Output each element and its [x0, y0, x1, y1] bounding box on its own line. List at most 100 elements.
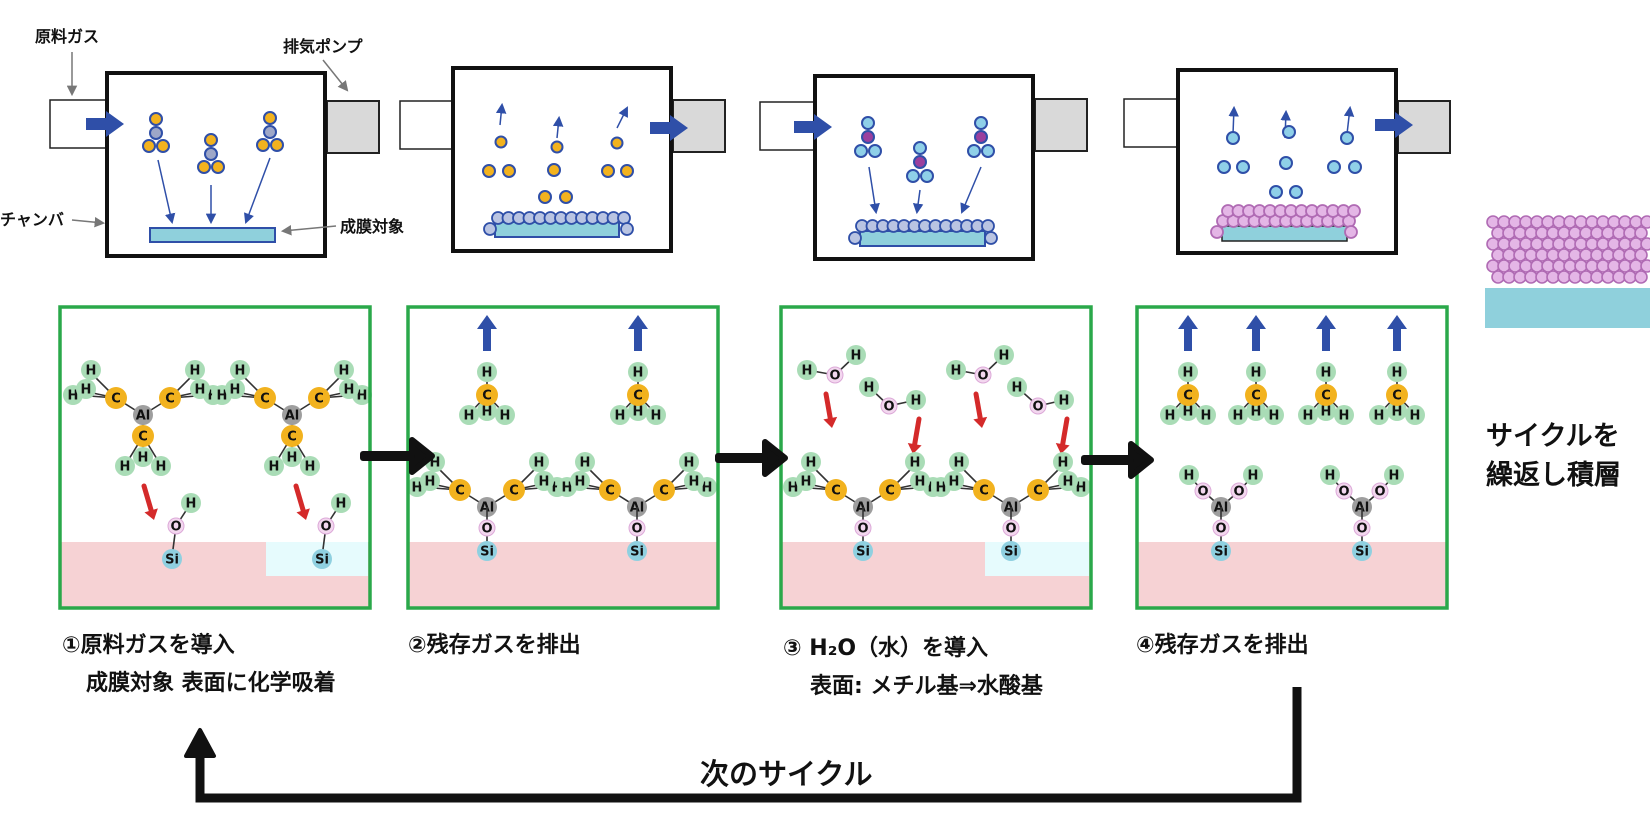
- stack-film-atom: [1513, 226, 1527, 240]
- atom-symbol: H: [190, 364, 201, 379]
- atom-symbol: H: [1374, 409, 1385, 424]
- stack-film-atom: [1618, 259, 1632, 273]
- atom-circle: [610, 405, 630, 425]
- byproduct-atom: [1226, 131, 1240, 145]
- atom-symbol: H: [575, 475, 586, 490]
- panel-step-1: HHHHHHCCHHHCAlHHHHHHCCHHHCAlHOSiHOSi: [60, 360, 372, 608]
- atom-h: H: [1178, 401, 1198, 421]
- byproduct-atom: [620, 164, 634, 178]
- atom-circle: [159, 387, 181, 409]
- atom-symbol: H: [1165, 409, 1176, 424]
- atom-h: H: [529, 452, 549, 472]
- exhaust-arrow: [495, 102, 507, 126]
- atom-symbol: C: [885, 484, 895, 499]
- atom-circle: [1386, 384, 1408, 406]
- atom-circle: [1177, 384, 1199, 406]
- atom-circle: [853, 541, 873, 561]
- atom-circle: [1384, 465, 1404, 485]
- byproduct-atom: [1327, 160, 1341, 174]
- atom-symbol: C: [1321, 389, 1331, 404]
- exhaust-up-arrow: [477, 315, 497, 351]
- atom-symbol: H: [951, 364, 962, 379]
- atom-circle: [133, 447, 153, 467]
- step-1-caption-sub: 成膜対象 表面に化学吸着: [86, 670, 336, 696]
- gas-molecule-atom: [149, 112, 163, 126]
- atom-symbol: O: [170, 520, 181, 535]
- atom-symbol: H: [1339, 409, 1350, 424]
- atom-c: C: [1386, 384, 1408, 406]
- atom-circle: [905, 452, 925, 472]
- atom-circle: [495, 405, 515, 425]
- atom-circle: [478, 519, 496, 537]
- atom-h: H: [459, 405, 479, 425]
- atom-symbol: H: [1184, 469, 1195, 484]
- atom-symbol: H: [305, 460, 316, 475]
- atom-circle: [1387, 401, 1407, 421]
- stack-film-atom: [1541, 215, 1555, 229]
- atom-symbol: C: [1251, 389, 1261, 404]
- atom-c: C: [825, 479, 847, 501]
- atom-circle: [797, 360, 817, 380]
- atom-symbol: H: [482, 366, 493, 381]
- atom-circle: [949, 452, 969, 472]
- stack-film-atom: [1497, 237, 1511, 251]
- atom-symbol: H: [138, 451, 149, 466]
- atom-symbol: H: [287, 451, 298, 466]
- atom-c: C: [281, 425, 303, 447]
- atom-h: H: [1246, 362, 1266, 382]
- atom-circle: [1405, 405, 1425, 425]
- atom-symbol: C: [659, 484, 669, 499]
- deposition-arrow: [157, 159, 176, 225]
- stack-film-atom: [1629, 259, 1643, 273]
- atom-symbol: O: [829, 369, 840, 384]
- atom-symbol: O: [1356, 522, 1367, 537]
- gas-molecule-atom: [263, 125, 277, 139]
- atom-symbol: O: [320, 520, 331, 535]
- atom-circle: [132, 425, 154, 447]
- atom-c: C: [879, 479, 901, 501]
- atom-c: C: [105, 387, 127, 409]
- adsorbed-layer-atom: [617, 211, 631, 225]
- atom-symbol: O: [481, 522, 492, 537]
- adsorbed-layer-atom: [848, 231, 862, 245]
- stack-film-atom: [1579, 270, 1593, 284]
- atom-c: C: [1315, 384, 1337, 406]
- stack-film-atom: [1618, 215, 1632, 229]
- atom-symbol: C: [314, 392, 324, 407]
- atom-symbol: H: [1392, 366, 1403, 381]
- stack-film-atom: [1508, 215, 1522, 229]
- atom-symbol: H: [81, 383, 92, 398]
- stack-film-atom: [1546, 226, 1560, 240]
- atom-symbol: H: [788, 481, 799, 496]
- atom-h: H: [1316, 401, 1336, 421]
- atom-symbol: H: [1248, 469, 1259, 484]
- atom-circle: [1054, 390, 1074, 410]
- atom-symbol: O: [1215, 522, 1226, 537]
- atom-h: H: [575, 452, 595, 472]
- stack-film-atom: [1623, 226, 1637, 240]
- stack-film-atom: [1563, 237, 1577, 251]
- gas-in-arrow: [86, 111, 124, 137]
- stack-film-atom: [1497, 215, 1511, 229]
- atom-c: C: [308, 387, 330, 409]
- atom-o: O: [854, 519, 872, 537]
- atom-symbol: O: [631, 522, 642, 537]
- next-cycle-label: 次のサイクル: [700, 757, 873, 791]
- exhaust-pump-port: [1034, 98, 1088, 152]
- atom-symbol: H: [580, 456, 591, 471]
- atom-circle: [477, 401, 497, 421]
- atom-h: H: [477, 362, 497, 382]
- atom-symbol: H: [1201, 409, 1212, 424]
- atom-c: C: [254, 387, 276, 409]
- atom-circle: [880, 397, 898, 415]
- reaction-arrow-shaft: [1060, 416, 1070, 447]
- stack-film-atom: [1590, 226, 1604, 240]
- atom-c: C: [132, 425, 154, 447]
- atom-circle: [185, 360, 205, 380]
- atom-circle: [1315, 384, 1337, 406]
- atom-symbol: Si: [315, 553, 329, 568]
- atom-circle: [628, 401, 648, 421]
- atom-h: H: [115, 456, 135, 476]
- stack-film-atom: [1508, 259, 1522, 273]
- stack-film-atom: [1552, 215, 1566, 229]
